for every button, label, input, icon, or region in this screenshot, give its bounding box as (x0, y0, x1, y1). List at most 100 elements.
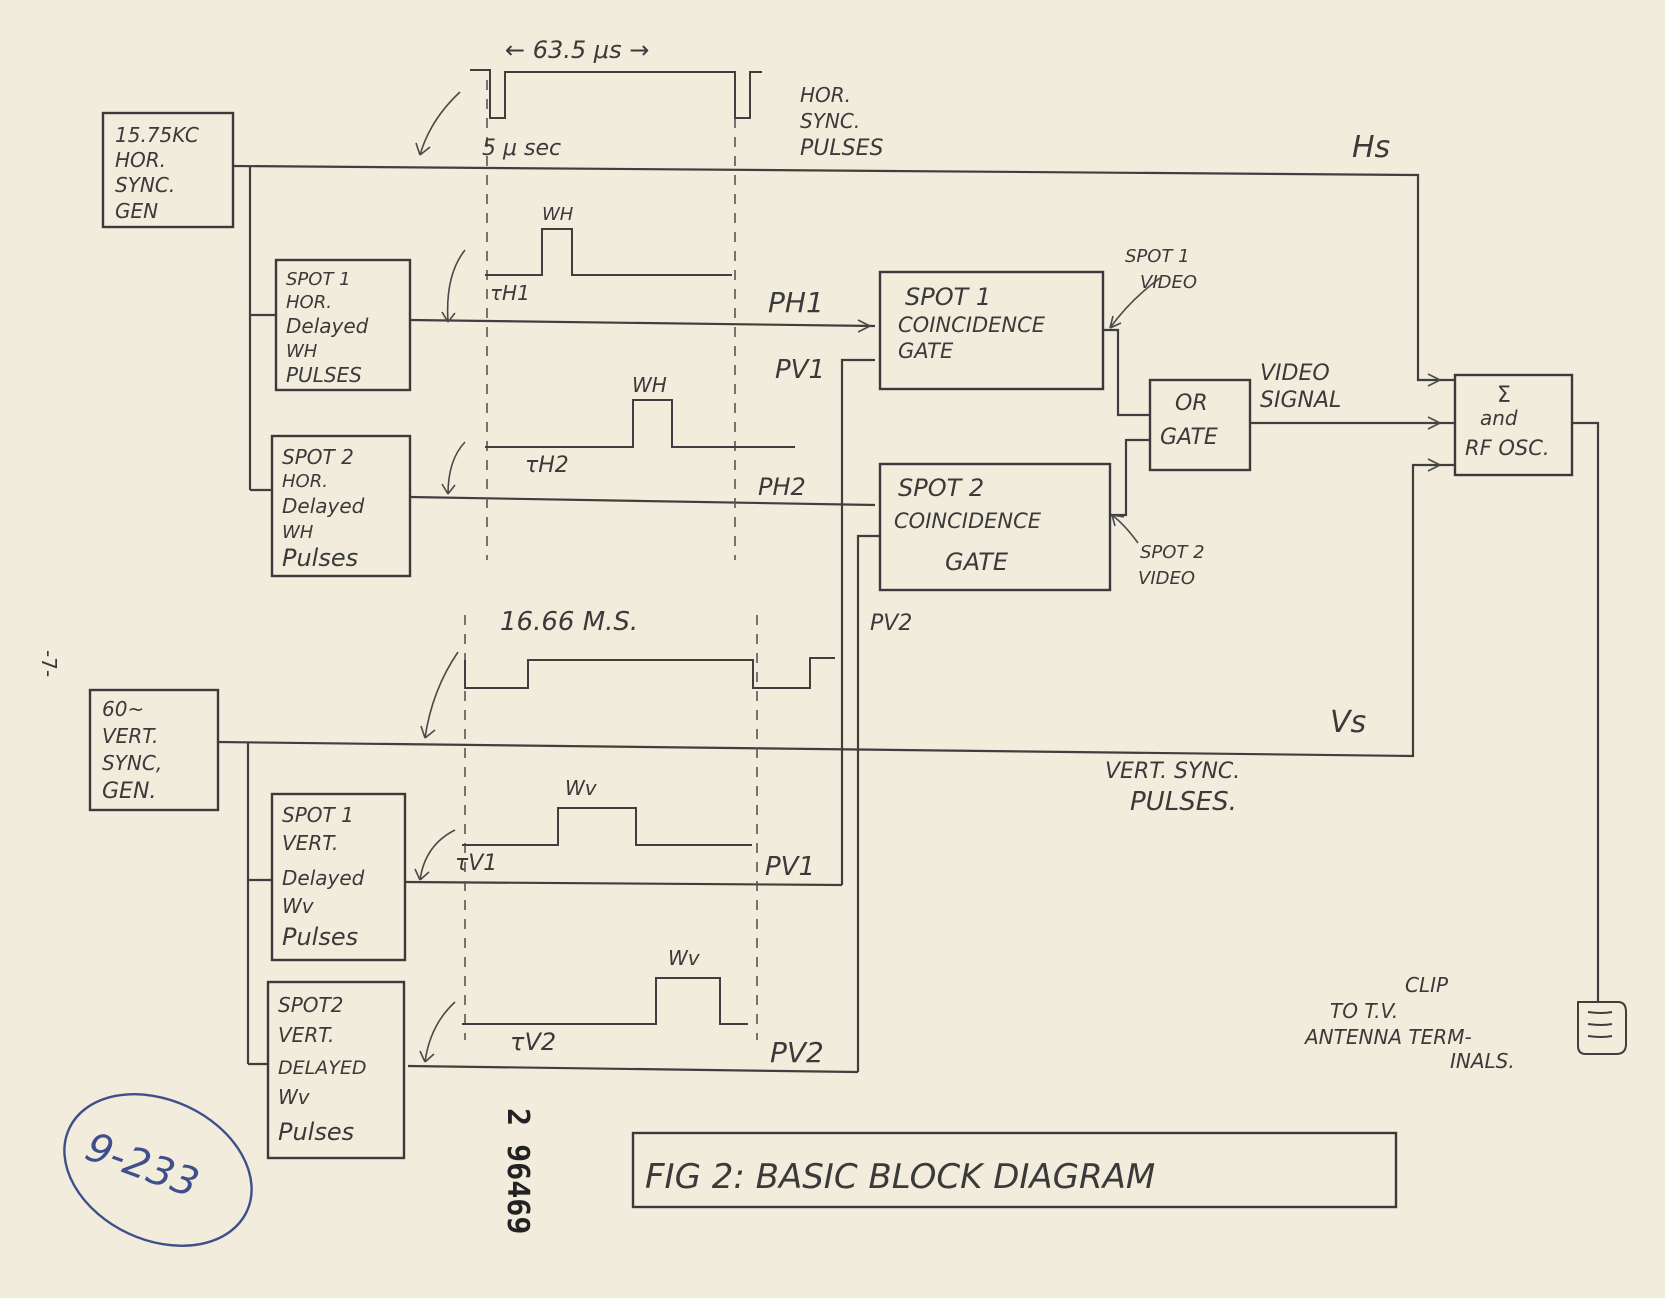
svg-text:GATE: GATE (945, 548, 1009, 576)
svg-text:SYNC.: SYNC. (115, 173, 175, 197)
annotation-arrows (414, 91, 1441, 1063)
vertical-period-label: 16.66 M.S. (500, 607, 638, 637)
tau-v1-label: τV1 (455, 851, 497, 876)
svg-text:SPOT2: SPOT2 (278, 993, 343, 1017)
svg-text:COINCIDENCE: COINCIDENCE (894, 509, 1042, 533)
svg-text:Σ: Σ (1497, 383, 1511, 408)
wh2-label: WH (632, 373, 667, 397)
vs-label: Vs (1330, 705, 1366, 740)
vert-sync-gen-block: 60~ VERT. SYNC, GEN. (88, 688, 220, 812)
svg-text:60~: 60~ (102, 697, 144, 721)
spot2-video-label-2: VIDEO (1138, 568, 1195, 589)
antenna-clip-symbol (1577, 1001, 1627, 1055)
pv2-mid-label: PV2 (870, 611, 912, 636)
svg-text:VERT.: VERT. (278, 1023, 334, 1047)
horizontal-period-label: ← 63.5 μs → (505, 36, 649, 64)
or-gate-block: OR GATE (1148, 378, 1252, 472)
hor-sync-waveform (470, 69, 762, 119)
circled-note: 9-233 (63, 1093, 253, 1247)
svg-text:VERT.: VERT. (282, 831, 338, 855)
tau-h1-label: τH1 (490, 281, 530, 305)
spot1-vert-delay-block: SPOT 1 VERT. Delayed Wv Pulses (270, 792, 407, 962)
pv1-bottom-label: PV1 (765, 852, 815, 882)
spot1-video-label-2: VIDEO (1140, 272, 1197, 293)
svg-text:Delayed: Delayed (282, 866, 365, 890)
pv1-top-label: PV1 (775, 355, 825, 385)
page-marker: -7- (37, 650, 61, 677)
ph2-label: PH2 (758, 473, 806, 501)
caption-text: FIG 2: BASIC BLOCK DIAGRAM (645, 1157, 1155, 1197)
svg-text:Pulses: Pulses (282, 544, 358, 572)
hs-label: Hs (1352, 130, 1390, 165)
spot2-coincidence-gate-block: SPOT 2 COINCIDENCE GATE (878, 462, 1112, 592)
timing-labels: ← 63.5 μs → 5 μ sec HOR. SYNC. PULSES Hs… (455, 36, 1390, 1069)
svg-text:PULSES: PULSES (286, 363, 362, 387)
spot2-video-label-1: SPOT 2 (1140, 542, 1205, 563)
svg-text:Delayed: Delayed (286, 314, 369, 338)
svg-text:SPOT 2: SPOT 2 (898, 474, 984, 502)
signal-labels: SPOT 1 VIDEO VIDEO SIGNAL SPOT 2 VIDEO V… (1105, 246, 1515, 1073)
timing-guides (464, 80, 758, 1040)
figure-caption: FIG 2: BASIC BLOCK DIAGRAM (631, 1131, 1398, 1209)
svg-text:15.75KC: 15.75KC (115, 123, 199, 147)
svg-text:GATE: GATE (898, 339, 954, 363)
vert-sync-pulses-label-1: VERT. SYNC. (1105, 759, 1240, 784)
svg-text:SPOT 1: SPOT 1 (282, 803, 354, 827)
svg-text:Pulses: Pulses (282, 923, 358, 951)
clip-note-1: CLIP (1405, 973, 1449, 997)
hor-sync-gen-block: 15.75KC HOR. SYNC. GEN (101, 111, 235, 229)
svg-text:Delayed: Delayed (282, 494, 365, 518)
summing-rf-oscillator-block: Σ and RF OSC. (1453, 373, 1574, 477)
svg-text:Pulses: Pulses (278, 1118, 354, 1146)
spot2-hor-delay-block: SPOT 2 HOR. Delayed WH Pulses (270, 434, 412, 578)
wv1-waveform (462, 807, 752, 846)
svg-text:HOR.: HOR. (286, 292, 332, 313)
clip-note-4: INALS. (1450, 1049, 1515, 1073)
svg-text:GEN.: GEN. (102, 779, 156, 804)
hor-sync-pulses-label-2: SYNC. (800, 109, 860, 133)
tau-v2-label: τV2 (510, 1028, 556, 1056)
svg-text:RF OSC.: RF OSC. (1465, 436, 1550, 460)
wv2-label: Wv (668, 946, 701, 970)
svg-text:DELAYED: DELAYED (278, 1057, 366, 1079)
vert-sync-waveform (464, 657, 835, 689)
svg-text:OR: OR (1175, 391, 1208, 416)
video-signal-label-2: SIGNAL (1260, 388, 1341, 413)
waveforms (462, 69, 835, 1025)
tau-h2-label: τH2 (525, 453, 569, 478)
vert-sync-pulses-label-2: PULSES. (1130, 787, 1237, 817)
wv1-label: Wv (565, 776, 598, 800)
hor-pulse-width-label: 5 μ sec (482, 136, 561, 161)
circled-note-text: 9-233 (80, 1124, 205, 1207)
spot2-vert-delay-block: SPOT2 VERT. DELAYED Wv Pulses (266, 980, 406, 1160)
hor-sync-pulses-label-3: PULSES (800, 136, 883, 161)
svg-text:WH: WH (286, 341, 318, 362)
video-signal-label-1: VIDEO (1260, 361, 1330, 386)
svg-text:GEN: GEN (115, 199, 158, 223)
clip-note-2: TO T.V. (1330, 999, 1398, 1023)
pv2-bottom-label: PV2 (770, 1036, 824, 1069)
spot1-video-label-1: SPOT 1 (1125, 246, 1190, 267)
svg-text:HOR.: HOR. (115, 148, 166, 172)
clip-note-3: ANTENNA TERM- (1303, 1025, 1472, 1049)
svg-text:and: and (1480, 406, 1518, 430)
wv2-waveform (462, 977, 748, 1025)
stamp-number: 2 96469 (500, 1108, 535, 1234)
svg-text:VERT.: VERT. (102, 724, 158, 748)
svg-text:Wv: Wv (278, 1085, 311, 1109)
svg-text:SYNC,: SYNC, (102, 751, 162, 775)
wh2-waveform (485, 399, 795, 448)
ph1-label: PH1 (768, 286, 824, 319)
svg-text:GATE: GATE (1160, 425, 1218, 450)
hor-sync-pulses-label-1: HOR. (800, 83, 851, 107)
wh1-label: WH (542, 204, 574, 225)
svg-text:SPOT 1: SPOT 1 (905, 283, 991, 311)
svg-text:SPOT 1: SPOT 1 (286, 269, 351, 290)
spot1-hor-delay-block: SPOT 1 HOR. Delayed WH PULSES (274, 258, 412, 392)
svg-text:COINCIDENCE: COINCIDENCE (898, 313, 1046, 337)
svg-text:SPOT 2: SPOT 2 (282, 445, 354, 469)
svg-text:HOR.: HOR. (282, 471, 328, 492)
wh1-waveform (485, 228, 732, 276)
spot1-coincidence-gate-block: SPOT 1 COINCIDENCE GATE (878, 270, 1105, 391)
